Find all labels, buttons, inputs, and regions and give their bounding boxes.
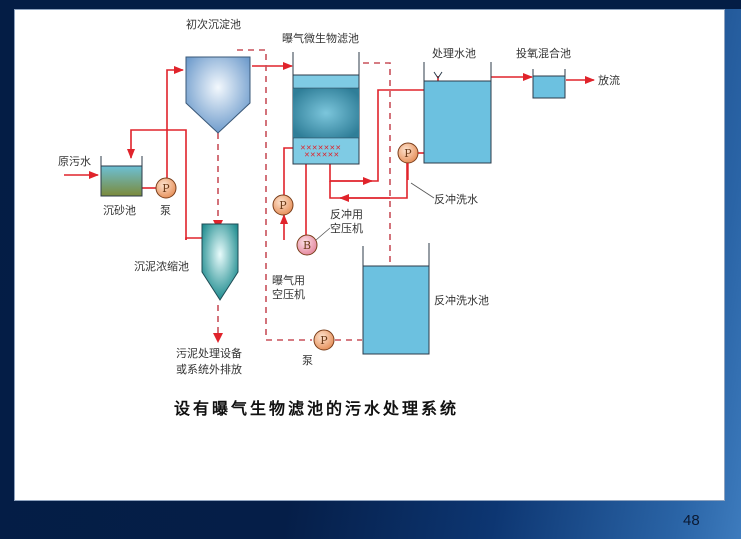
svg-text:✕✕✕✕✕✕✕: ✕✕✕✕✕✕✕ [300, 144, 341, 152]
label-discharge: 放流 [598, 73, 620, 87]
svg-text:P: P [320, 334, 328, 347]
slide-content-panel [14, 9, 725, 501]
grit-chamber [100, 156, 143, 197]
label-oxygen-mixing: 投氧混合池 [516, 46, 571, 60]
sludge-thickener [201, 223, 239, 301]
svg-text:P: P [279, 199, 287, 212]
label-aeration-compressor-1: 曝气用 [272, 273, 305, 287]
pump-aeration: P [272, 194, 294, 216]
sludge-lines [217, 49, 391, 341]
blower-backwash: B [296, 234, 318, 256]
slide-top-band [0, 0, 741, 9]
label-backwash-water: 反冲洗水 [434, 192, 478, 206]
label-primary-settling: 初次沉淀池 [186, 17, 241, 31]
oxygen-mixing-tank [532, 69, 566, 99]
page-number: 48 [683, 512, 700, 529]
svg-text:✕✕✕✕✕✕: ✕✕✕✕✕✕ [304, 151, 339, 159]
pump-backwash: P [397, 142, 419, 164]
primary-settling-tank [185, 56, 251, 134]
label-treated-tank: 处理水池 [432, 47, 476, 60]
label-baf: 曝气微生物滤池 [282, 31, 359, 45]
label-grit-chamber: 沉砂池 [103, 204, 136, 217]
svg-text:P: P [404, 147, 412, 160]
label-bottom-pump: 泵 [302, 354, 313, 367]
svg-text:P: P [162, 182, 170, 195]
label-sludge-out-2: 或系统外排放 [176, 362, 242, 376]
svg-text:B: B [303, 239, 311, 252]
backwash-water-tank [362, 243, 430, 355]
label-aeration-compressor-2: 空压机 [272, 287, 305, 301]
label-pump: 泵 [160, 204, 171, 217]
pump-bottom: P [313, 329, 335, 351]
label-backwash-tank: 反冲洗水池 [434, 293, 489, 307]
pump-grit: P [155, 177, 177, 199]
label-sludge-out-1: 污泥处理设备 [176, 346, 242, 360]
biological-aerated-filter: ✕✕✕✕✕✕✕ ✕✕✕✕✕✕ [292, 52, 360, 165]
label-sludge-thickener: 沉泥浓缩池 [134, 260, 189, 273]
label-raw-sewage: 原污水 [58, 155, 91, 168]
label-backwash-compressor-1: 反冲用 [330, 207, 363, 221]
treated-water-tank [423, 62, 492, 164]
diagram-caption: 设有曝气生物滤池的污水处理系统 [174, 399, 459, 418]
label-backwash-compressor-2: 空压机 [330, 221, 363, 235]
